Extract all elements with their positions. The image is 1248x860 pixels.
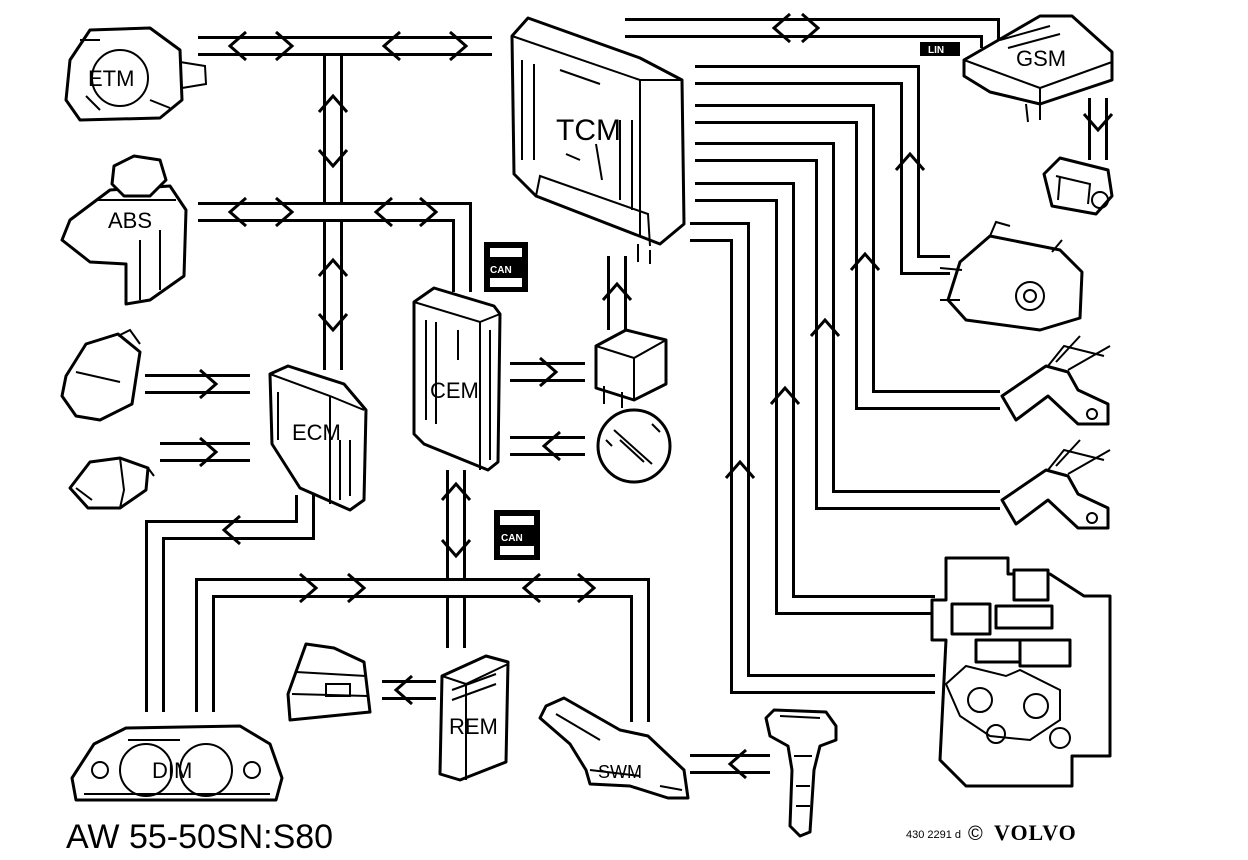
- tcm-label: TCM: [556, 114, 621, 147]
- rem-label: REM: [449, 714, 498, 739]
- signal-arrows: [199, 12, 1114, 780]
- cruise-control-switch: [764, 708, 838, 838]
- valve-body: [930, 556, 1112, 788]
- gsm-label: GSM: [1016, 46, 1066, 71]
- reference-code: 430 2291 d: [906, 829, 961, 841]
- gsm-module: GSM: [962, 14, 1114, 123]
- dim-module: DIM: [70, 724, 284, 802]
- diagram-title: AW 55-50SN:S80: [66, 818, 333, 856]
- speed-sensor-output: [1000, 439, 1111, 530]
- ignition-switch: [596, 408, 672, 484]
- ecm-module: ECM: [268, 364, 368, 512]
- can-badge-bottom-label: CAN: [501, 533, 523, 544]
- dim-label: DIM: [152, 758, 192, 783]
- rear-lamp: [286, 642, 372, 722]
- tcm-module: TCM: [510, 16, 686, 264]
- abs-module: ABS: [60, 154, 188, 306]
- can-network-badge-bottom: CAN: [494, 510, 540, 560]
- gear-position-switch: [1042, 156, 1114, 216]
- can-badge-top-label: CAN: [490, 265, 512, 276]
- ecm-label: ECM: [292, 420, 341, 445]
- etm-module: ETM: [64, 26, 208, 122]
- can-network-badge-top: CAN: [484, 242, 528, 292]
- rem-module: REM: [438, 654, 510, 782]
- abs-label: ABS: [108, 208, 152, 233]
- cem-label: CEM: [430, 378, 479, 403]
- etm-label: ETM: [88, 66, 134, 91]
- swm-label: SWM: [598, 762, 642, 782]
- copyright-symbol: ©: [968, 823, 983, 845]
- lin-network-badge: LIN: [920, 42, 960, 56]
- swm-module: SWM: [538, 696, 690, 800]
- network-bus-lines: [145, 18, 1108, 774]
- pedal-position-sensor: [60, 328, 142, 422]
- brake-light-switch: [68, 456, 155, 510]
- speed-sensor-input: [1000, 335, 1111, 426]
- transmission-range-sensor: [939, 220, 1084, 332]
- relay: [594, 328, 668, 408]
- lin-badge-label: LIN: [928, 45, 944, 56]
- brand-logo: VOLVO: [994, 820, 1077, 845]
- cem-module: CEM: [412, 286, 502, 472]
